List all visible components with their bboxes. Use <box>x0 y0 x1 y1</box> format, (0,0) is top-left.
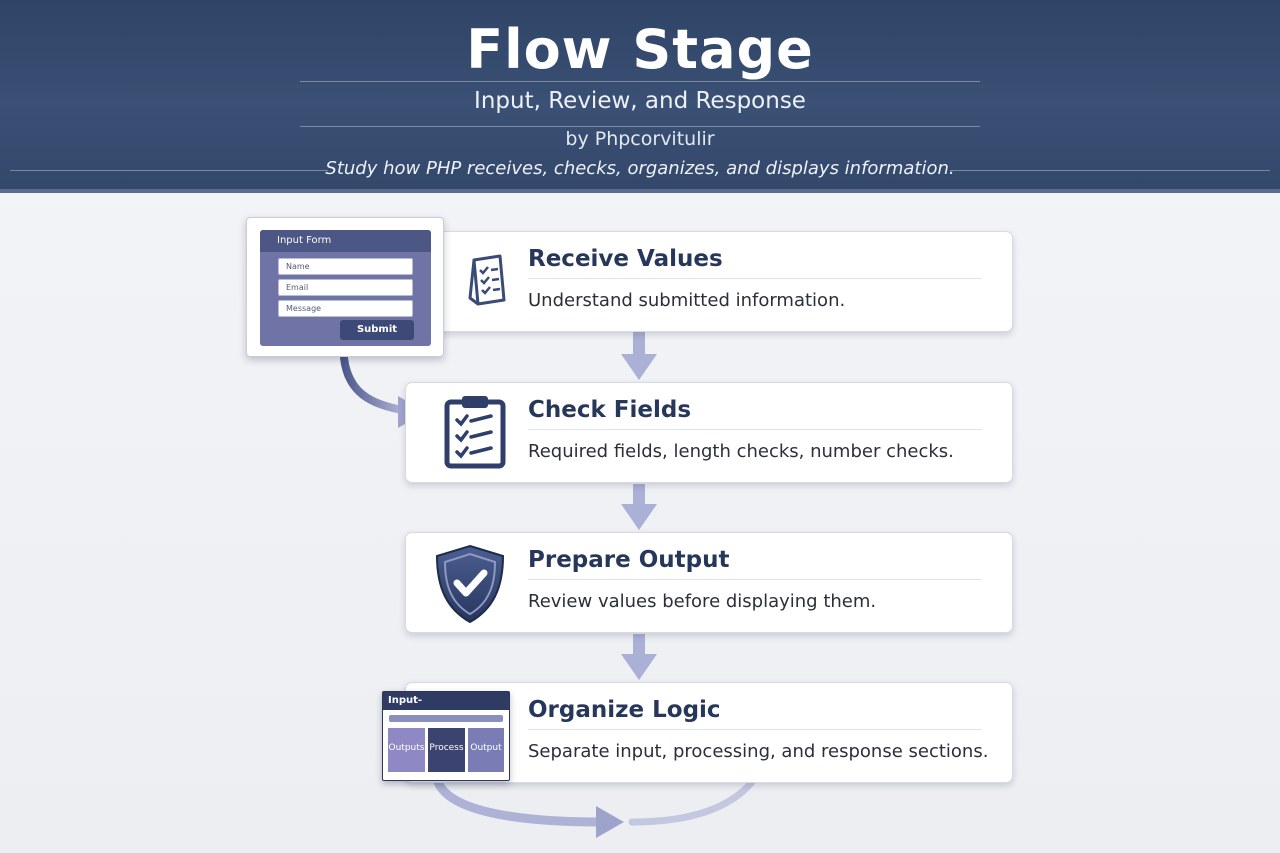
column-process: Process <box>428 728 465 772</box>
clipboard-checklist-icon <box>444 396 506 469</box>
window-toolbar <box>389 715 503 722</box>
step-title: Receive Values <box>528 246 723 272</box>
page-title: Flow Stage <box>466 18 814 81</box>
column-output: Output <box>468 728 504 772</box>
submit-button: Submit <box>340 320 414 340</box>
tagline: Study how PHP receives, checks, organize… <box>325 158 955 179</box>
step-description: Understand submitted information. <box>528 290 846 311</box>
tagline-rule-left <box>10 170 328 171</box>
layout-window-icon: Input- Outputs Process Output <box>382 691 510 781</box>
down-arrow-3 <box>621 634 657 680</box>
step-divider <box>528 429 982 430</box>
tagline-rule-right <box>950 170 1270 171</box>
shield-check-icon <box>435 544 505 624</box>
step-divider <box>528 278 982 279</box>
page-subtitle: Input, Review, and Response <box>474 88 806 114</box>
window-title: Input- <box>388 695 423 706</box>
step-divider <box>528 579 982 580</box>
subtitle-divider <box>300 126 980 127</box>
checklist-document-icon <box>468 254 506 306</box>
input-form-illustration: Input Form Name Email Message Submit <box>246 217 444 357</box>
byline: by Phpcorvitulir <box>565 128 715 150</box>
column-outputs: Outputs <box>388 728 425 772</box>
window-header: Input- <box>383 692 509 710</box>
bottom-return-arrowhead <box>596 806 624 838</box>
form-header: Input Form <box>260 230 431 252</box>
title-divider <box>300 81 980 82</box>
down-arrow-2 <box>621 484 657 530</box>
step-title: Prepare Output <box>528 547 730 573</box>
header-banner: Flow Stage Input, Review, and Response b… <box>0 0 1280 193</box>
form-to-check-curve <box>340 354 406 414</box>
step-description: Separate input, processing, and response… <box>528 741 989 762</box>
step-title: Organize Logic <box>528 697 721 723</box>
step-divider <box>528 729 982 730</box>
form-title: Input Form <box>277 235 332 246</box>
form-panel: Input Form Name Email Message Submit <box>260 230 431 346</box>
bottom-return-curve-right <box>628 778 756 826</box>
step-title: Check Fields <box>528 397 692 423</box>
email-field: Email <box>278 279 413 296</box>
step-description: Review values before displaying them. <box>528 591 877 612</box>
step-card-check-fields: Check Fields Required fields, length che… <box>405 382 1013 483</box>
step-card-prepare-output: Prepare Output Review values before disp… <box>405 532 1013 633</box>
message-field: Message <box>278 300 413 317</box>
bottom-return-curve-left <box>433 777 605 827</box>
step-card-receive-values: Receive Values Understand submitted info… <box>405 231 1013 332</box>
name-field: Name <box>278 258 413 275</box>
down-arrow-1 <box>621 332 657 380</box>
step-description: Required fields, length checks, number c… <box>528 441 954 462</box>
